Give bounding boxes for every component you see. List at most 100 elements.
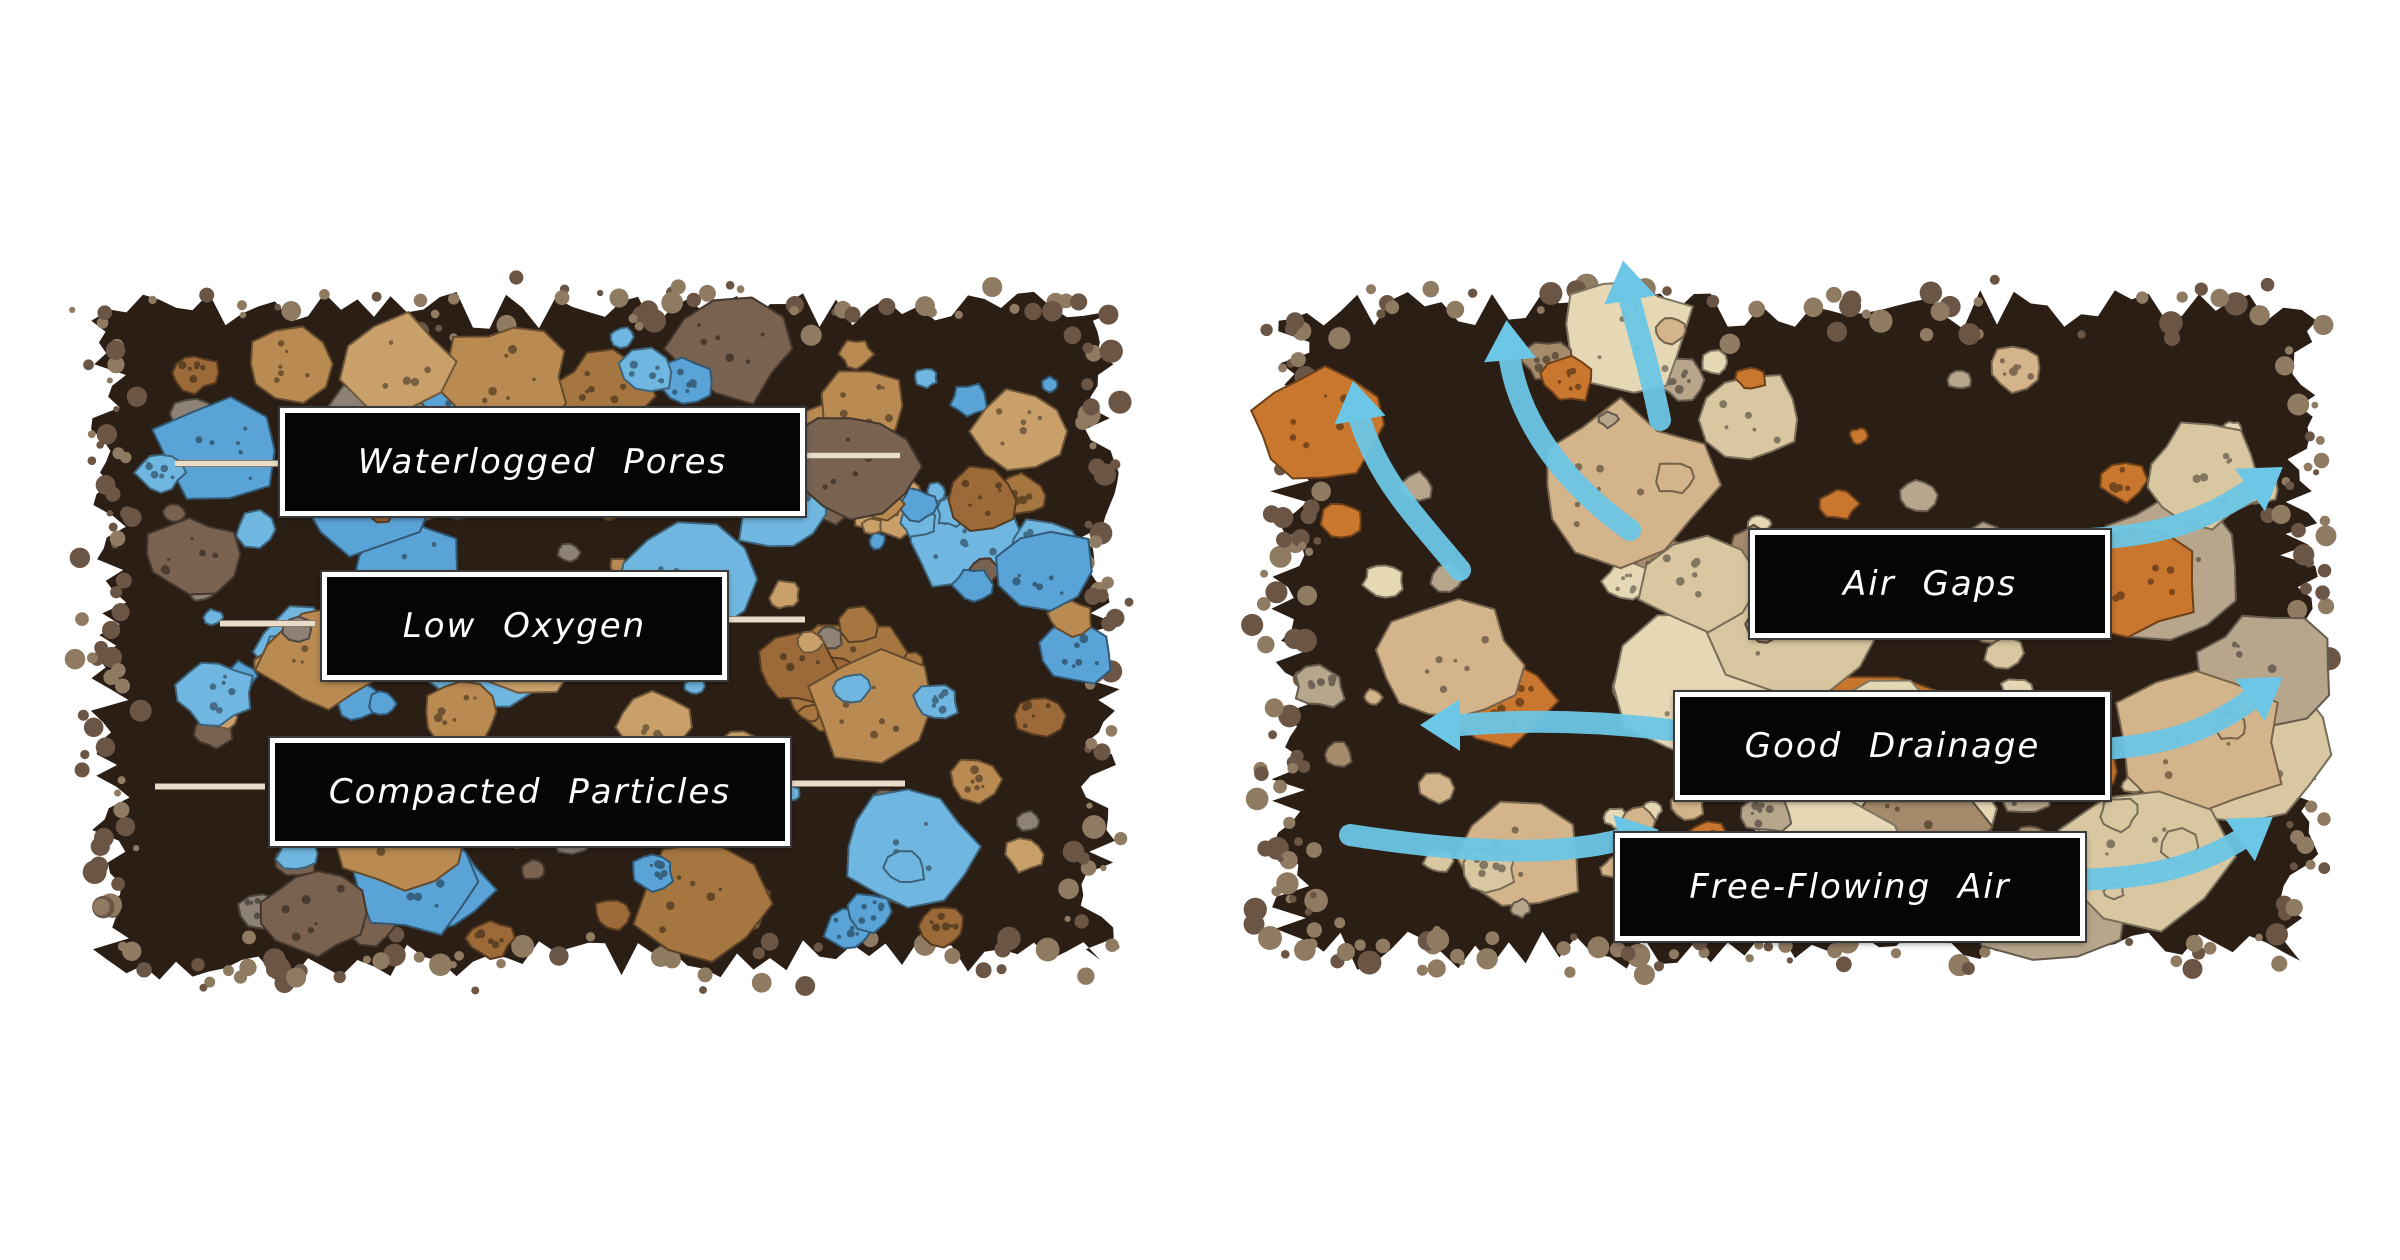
particle-texture [658, 566, 663, 571]
particle-texture [962, 541, 968, 547]
soil-crumb [699, 986, 707, 994]
soil-crumb [1114, 832, 1127, 845]
particle-texture [278, 370, 284, 376]
particle-texture [1021, 419, 1027, 425]
soil-crumb [127, 386, 147, 406]
particle-texture [879, 718, 885, 724]
soil-crumb [1086, 802, 1092, 808]
particle-texture [579, 394, 586, 401]
particle-texture [2152, 837, 2158, 843]
particle-texture [389, 340, 394, 345]
soil-crumb [106, 341, 125, 360]
soil-crumb [878, 298, 895, 315]
soil-crumb [1428, 959, 1446, 977]
particle-texture [893, 839, 899, 845]
particle-texture [692, 384, 696, 388]
soil-crumb [113, 802, 129, 818]
particle-texture [1756, 651, 1761, 656]
particle-texture [1095, 661, 1099, 665]
soil-crumb [1293, 629, 1317, 653]
soil-crumb [555, 290, 570, 305]
soil-crumb [752, 973, 772, 993]
particle-texture [2165, 771, 2173, 779]
particle-texture [432, 542, 437, 547]
particle-texture [930, 920, 934, 924]
soil-crumb [1570, 933, 1577, 940]
soil-crumb [1065, 916, 1071, 922]
particle-texture [236, 441, 240, 445]
soil-crumb [2313, 315, 2333, 335]
soil-crumb [1254, 766, 1269, 781]
soil-crumb [2183, 959, 2203, 979]
soil-crumb [263, 948, 286, 971]
particle-texture [1290, 419, 1296, 425]
soil-crumb [1257, 636, 1274, 653]
soil-crumb [1804, 298, 1824, 318]
particle-texture [223, 675, 227, 679]
particle-texture [968, 503, 971, 506]
particle-texture [981, 785, 984, 788]
particle-texture [292, 932, 301, 941]
soil-crumb [2320, 516, 2330, 526]
soil-crumb [1100, 865, 1106, 871]
particle-texture [2012, 801, 2017, 806]
soil-crumb [1083, 398, 1100, 415]
particle-texture [210, 683, 217, 690]
particle-texture [1478, 870, 1485, 877]
soil-crumb [997, 964, 1007, 974]
particle-texture [2003, 372, 2006, 375]
soil-crumb [506, 315, 512, 321]
soil-crumb [1485, 931, 1499, 945]
particle-texture [1072, 664, 1076, 668]
soil-crumb [1537, 306, 1545, 314]
particle-texture [831, 479, 836, 484]
soil-crumb [1108, 391, 1131, 414]
particle-texture [962, 528, 967, 533]
soil-crumb [116, 573, 132, 589]
particle-texture [871, 915, 877, 921]
particle-texture [1512, 827, 1519, 834]
water-pore [1042, 376, 1057, 392]
water-pore [870, 533, 885, 550]
particle-texture [1303, 442, 1309, 448]
label-text: Low Oxygen [403, 606, 646, 646]
label-waterlogged-pores: Waterlogged Pores [280, 408, 805, 516]
particle-texture [1518, 872, 1523, 877]
leader-line-compacted [785, 780, 905, 787]
soil-crumb [1839, 295, 1861, 317]
soil-crumb [75, 612, 89, 626]
particle-texture [228, 688, 235, 695]
particle-texture [971, 780, 975, 784]
particle-texture [171, 475, 175, 479]
particle-texture [974, 785, 979, 790]
soil-crumb [1305, 908, 1312, 915]
particle-texture [850, 646, 856, 652]
soil-crumb [240, 312, 247, 319]
particle-texture [1745, 412, 1749, 416]
soil-crumb [1075, 914, 1089, 928]
soil-crumb [114, 790, 121, 797]
soil-crumb [84, 718, 104, 738]
soil-crumb [1706, 295, 1719, 308]
particle-texture [145, 463, 152, 470]
soil-crumb [1826, 287, 1842, 303]
soil-crumb [1556, 941, 1570, 955]
soil-crumb [274, 304, 281, 311]
particle-texture [953, 924, 959, 930]
particle-texture [221, 681, 225, 685]
soil-crumb [239, 959, 256, 976]
particle-texture [212, 553, 218, 559]
particle-texture [1575, 502, 1581, 508]
particle-texture [672, 389, 677, 394]
soil-crumb [661, 292, 683, 314]
particle-texture [216, 707, 223, 714]
particle-texture [403, 377, 411, 385]
soil-crumb [2255, 934, 2263, 942]
particle-texture [643, 724, 650, 731]
soil-crumb [2314, 453, 2329, 468]
particle-texture [442, 720, 447, 725]
soil-crumb [363, 956, 371, 964]
soil-crumb [753, 947, 765, 959]
particle-texture [937, 913, 944, 920]
particle-texture [1290, 434, 1297, 441]
